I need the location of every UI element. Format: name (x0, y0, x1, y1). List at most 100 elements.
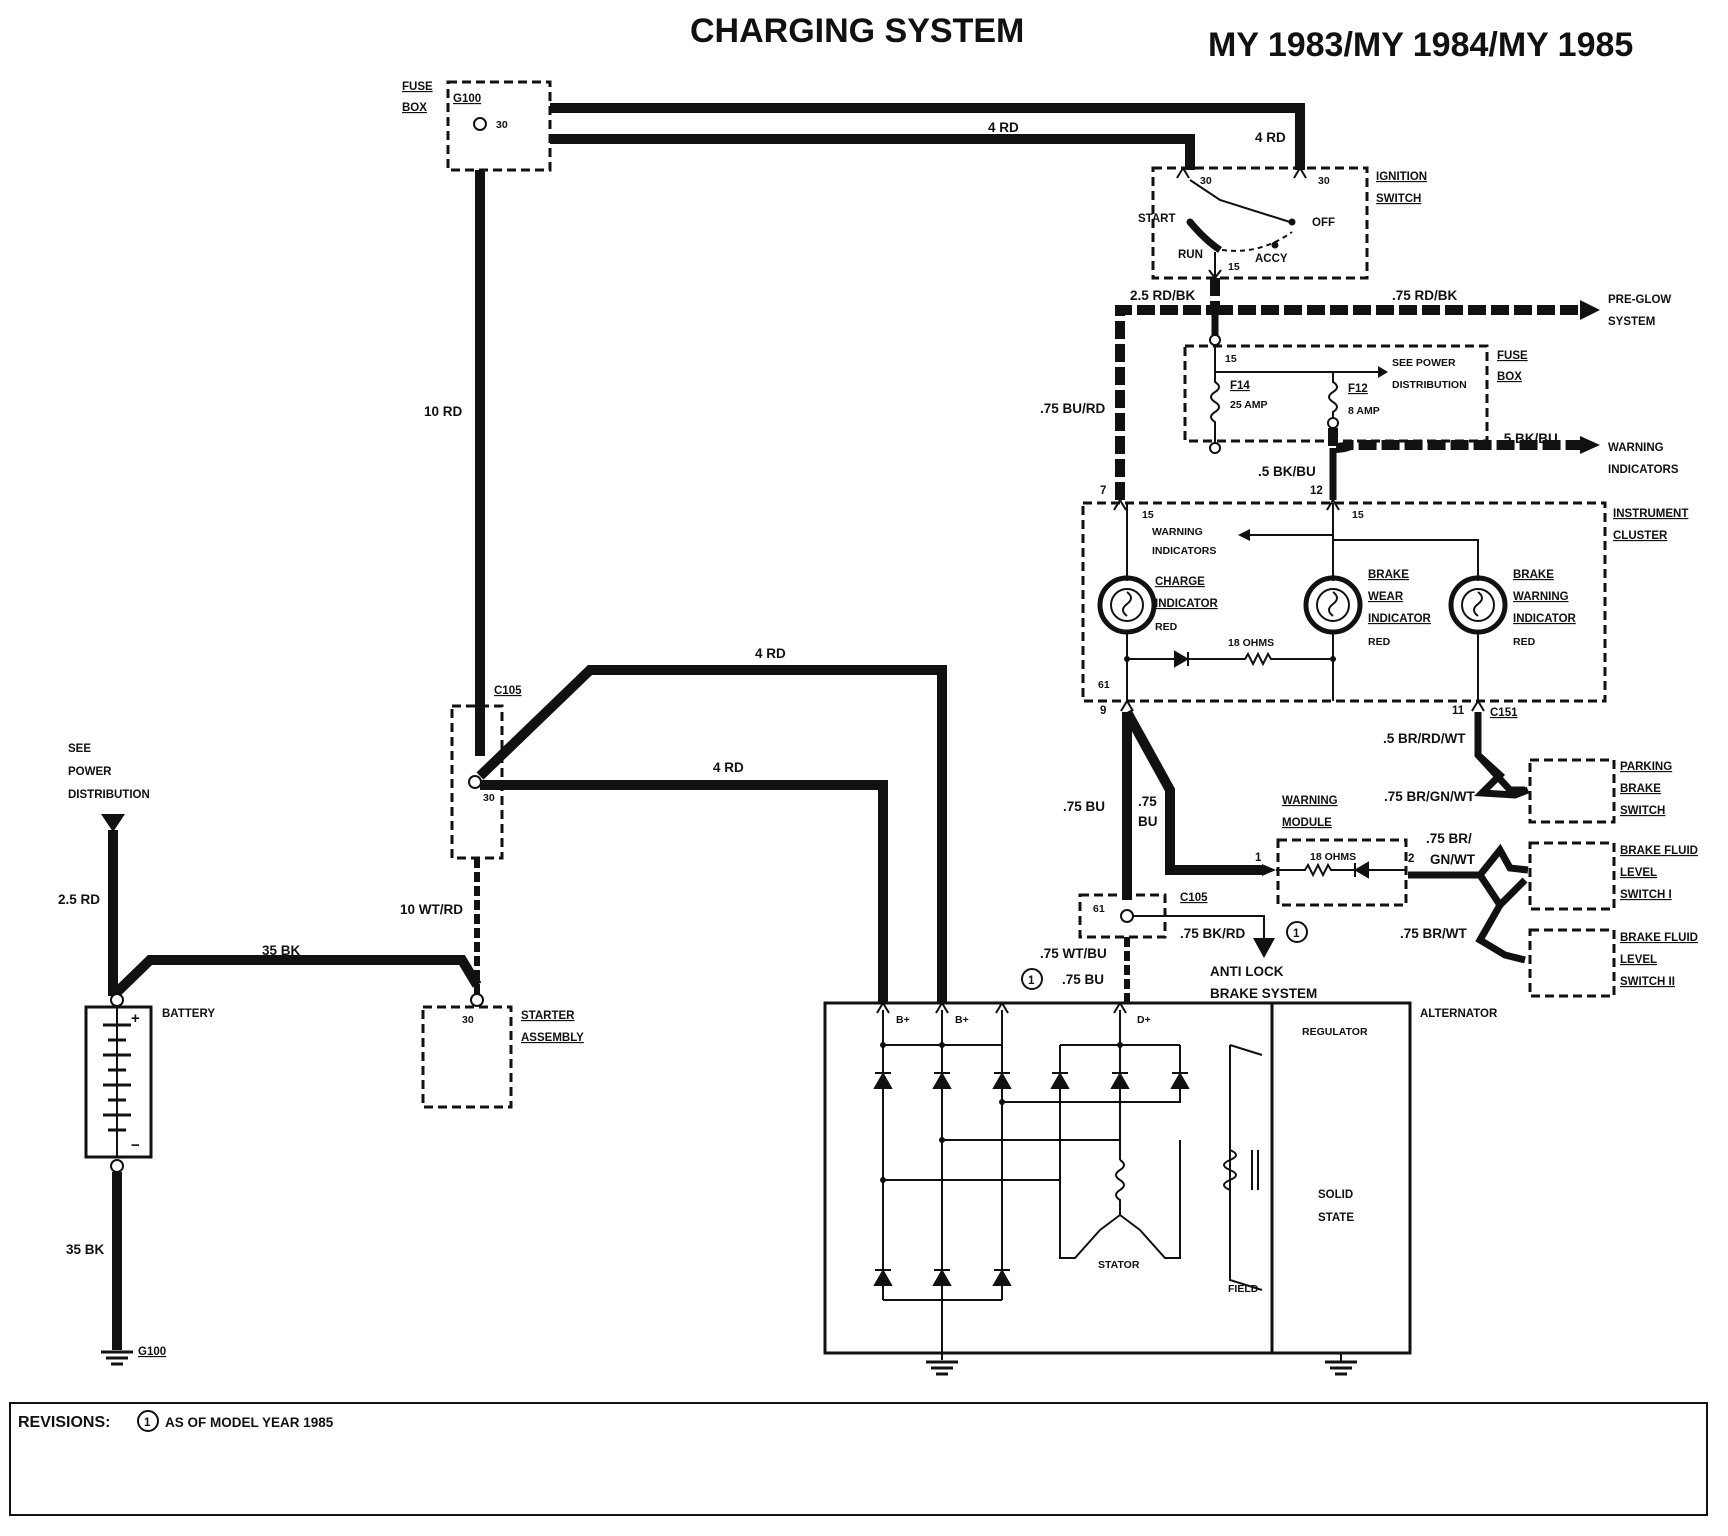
warning-indicators-ext-1: WARNING (1608, 442, 1664, 454)
field-winding (1223, 1044, 1263, 1291)
solid-label: SOLID (1318, 1189, 1353, 1201)
wire-5bkbu-out (1328, 428, 1580, 454)
cluster-resistor (1188, 651, 1333, 667)
bw-label-1: BRAKE (1368, 569, 1409, 581)
cluster-t15-a: 15 (1142, 509, 1154, 521)
abs-label-1: ANTI LOCK (1210, 964, 1284, 979)
label-4rd-mid1: 4 RD (755, 646, 786, 661)
ground-symbol-regulator (1325, 1353, 1357, 1376)
wire-4rd-top (550, 134, 1195, 170)
ignition-t15-arrow (1208, 252, 1222, 280)
warning-indicators-arrow (1580, 436, 1600, 454)
ignition-accy-arc (1221, 231, 1293, 252)
label-4rd-right: 4 RD (1255, 130, 1286, 145)
fuse-f12 (1328, 380, 1338, 420)
model-years: MY 1983/MY 1984/MY 1985 (1208, 26, 1633, 64)
warning-module-resistor (1276, 862, 1355, 878)
starter-label-1: STARTER (521, 1010, 575, 1022)
warning-module-label-1: WARNING (1282, 795, 1338, 807)
label-5brrdwt: .5 BR/RD/WT (1383, 731, 1466, 746)
starter-label-2: ASSEMBLY (521, 1032, 584, 1044)
wire-bf1-tie (1497, 877, 1528, 908)
rectifier-verticals (882, 1010, 1181, 1300)
label-75rdbk: .75 RD/BK (1392, 288, 1458, 303)
battery-plus: + (131, 1010, 140, 1027)
rectifier-bottom-bus (883, 1299, 1002, 1360)
ignition-t30-a: 30 (1200, 175, 1212, 187)
rectifier-diodes-lower (873, 1268, 1012, 1286)
ignition-start: START (1138, 213, 1175, 225)
c105-lower-connector: C105 61 .75 BK/RD 1 ANTI LOCK BRAKE SYST… (1078, 892, 1317, 1001)
rectifier-diodes-upper (873, 1071, 1190, 1089)
fuse-f14 (1210, 372, 1220, 445)
label-35bk-bottom: 35 BK (66, 1242, 105, 1257)
fuse-box-top-connector: G100 (453, 93, 481, 105)
bw-label-3: INDICATOR (1368, 613, 1432, 625)
cluster-pin7: 7 (1100, 485, 1106, 497)
pre-glow-label-2: SYSTEM (1608, 316, 1655, 328)
cluster-pin9: 9 (1100, 705, 1106, 717)
ignition-switch-connector-marks (1176, 167, 1307, 179)
ignition-switch-label-2: SWITCH (1376, 193, 1421, 205)
warning-module-diode (1354, 861, 1369, 879)
label-75brwt: .75 BR/WT (1400, 926, 1468, 941)
bwi-color: RED (1513, 636, 1536, 648)
warning-module: WARNING MODULE 1 2 18 OHMS (1255, 795, 1414, 907)
label-5bkbu-b: .5 BK/BU (1258, 464, 1316, 479)
charge-label-2: INDICATOR (1155, 598, 1219, 610)
battery-cells (103, 1023, 131, 1132)
field-label: FIELD (1228, 1283, 1259, 1295)
ignition-t15: 15 (1228, 261, 1240, 273)
warning-module-ohms: 18 OHMS (1310, 851, 1356, 863)
cluster-warn-1: WARNING (1152, 526, 1203, 538)
brake-fluid-level-switch-2: BRAKE FLUID LEVEL SWITCH II (1528, 928, 1698, 998)
battery-minus: − (131, 1137, 140, 1154)
label-75bkrd: .75 BK/RD (1180, 926, 1246, 941)
fuse-f12-rating: 8 AMP (1348, 405, 1380, 417)
wire-4rd-mid2 (480, 780, 888, 1003)
label-4rd-mid2: 4 RD (713, 760, 744, 775)
charge-color: RED (1155, 621, 1178, 633)
bw-label-2: WEAR (1368, 591, 1404, 603)
ignition-run: RUN (1178, 249, 1203, 261)
label-35bk-top: 35 BK (262, 943, 301, 958)
wire-4rd-right (550, 103, 1305, 170)
warning-module-label-2: MODULE (1282, 817, 1332, 829)
brake-fluid-level-switch-1: BRAKE FLUID LEVEL SWITCH I (1528, 841, 1698, 911)
bf1-label-2: LEVEL (1620, 867, 1657, 879)
fuse-f14-label: F14 (1230, 380, 1250, 392)
bf2-label-3: SWITCH II (1620, 976, 1675, 988)
parking-brake-label-2: BRAKE (1620, 783, 1661, 795)
bf2-label-2: LEVEL (1620, 954, 1657, 966)
stator-winding (1059, 1102, 1181, 1259)
ignition-switch-label-1: IGNITION (1376, 171, 1427, 183)
alternator: ALTERNATOR REGULATOR SOLID STATE B+ B+ D… (823, 1001, 1498, 1360)
starter-terminal: 30 (462, 1014, 474, 1026)
label-gnwt: GN/WT (1430, 852, 1476, 867)
revision-marker-wire: 1 (1028, 975, 1035, 987)
fuse-box-mid-t15: 15 (1225, 353, 1237, 365)
wire-4rd-mid1 (476, 665, 947, 1003)
cluster-diode (1174, 650, 1189, 668)
label-10rd: 10 RD (424, 404, 463, 419)
see-power-2: POWER (68, 766, 112, 778)
charge-label-1: CHARGE (1155, 576, 1205, 588)
label-4rd-top: 4 RD (988, 120, 1019, 135)
fuse-box-mid-label-2: BOX (1497, 371, 1522, 383)
pre-glow-arrow (1580, 300, 1600, 320)
regulator-label: REGULATOR (1302, 1026, 1368, 1038)
c105-upper-label: C105 (494, 685, 522, 697)
cluster-label-2: CLUSTER (1613, 530, 1668, 542)
see-power-3: DISTRIBUTION (68, 789, 150, 801)
fuse-box-top-terminal-point (473, 117, 487, 131)
see-power-arrow (101, 814, 125, 832)
label-5bkbu-a: .5 BK/BU (1500, 431, 1558, 446)
wire-75bu-to-warning-module (1122, 709, 1262, 875)
fuse-box-top-label-2: BOX (402, 102, 427, 114)
label-75bu-d: .75 BU (1062, 972, 1104, 987)
revisions-label: REVISIONS: (18, 1414, 110, 1431)
bwi-label-2: WARNING (1513, 591, 1569, 603)
c105-lower-label: C105 (1180, 892, 1208, 904)
cluster-ohms: 18 OHMS (1228, 637, 1274, 649)
cluster-pin11: 11 (1452, 705, 1465, 717)
